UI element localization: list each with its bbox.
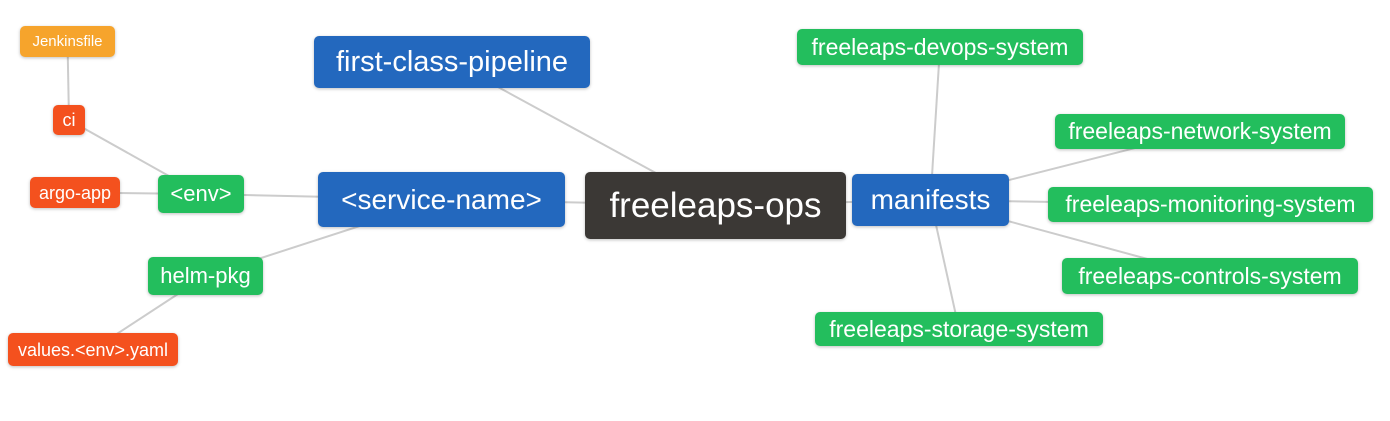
node-label: manifests: [870, 184, 991, 215]
node-label: ci: [62, 110, 76, 130]
node-label: freeleaps-ops: [609, 186, 822, 225]
node-service-name[interactable]: <service-name>: [318, 172, 565, 227]
node-helm-pkg[interactable]: helm-pkg: [148, 257, 263, 295]
node-manifests[interactable]: manifests: [852, 174, 1009, 226]
node-label: <env>: [170, 181, 232, 206]
node-first-class-pipeline[interactable]: first-class-pipeline: [314, 36, 590, 88]
node-freeleaps-storage-system[interactable]: freeleaps-storage-system: [815, 312, 1103, 346]
node-label: helm-pkg: [160, 263, 251, 288]
node-env[interactable]: <env>: [158, 175, 244, 213]
node-label: <service-name>: [341, 183, 542, 215]
node-label: values.<env>.yaml: [17, 339, 169, 360]
node-jenkinsfile[interactable]: Jenkinsfile: [20, 26, 115, 57]
node-label: freeleaps-network-system: [1068, 118, 1332, 144]
node-label: freeleaps-controls-system: [1078, 262, 1342, 289]
node-label: freeleaps-devops-system: [811, 33, 1069, 60]
node-argo-app[interactable]: argo-app: [30, 177, 120, 208]
node-freeleaps-monitoring-system[interactable]: freeleaps-monitoring-system: [1048, 187, 1373, 222]
node-freeleaps-network-system[interactable]: freeleaps-network-system: [1055, 114, 1345, 149]
node-freeleaps-ops[interactable]: freeleaps-ops: [585, 172, 846, 239]
node-label: freeleaps-storage-system: [829, 315, 1089, 342]
node-ci[interactable]: ci: [53, 105, 85, 135]
node-label: Jenkinsfile: [32, 33, 103, 50]
node-freeleaps-devops-system[interactable]: freeleaps-devops-system: [797, 29, 1083, 65]
node-label: argo-app: [38, 182, 112, 203]
node-values-env-yaml[interactable]: values.<env>.yaml: [8, 333, 178, 366]
node-label: first-class-pipeline: [335, 45, 569, 78]
node-label: freeleaps-monitoring-system: [1065, 191, 1356, 217]
node-freeleaps-controls-system[interactable]: freeleaps-controls-system: [1062, 258, 1358, 294]
